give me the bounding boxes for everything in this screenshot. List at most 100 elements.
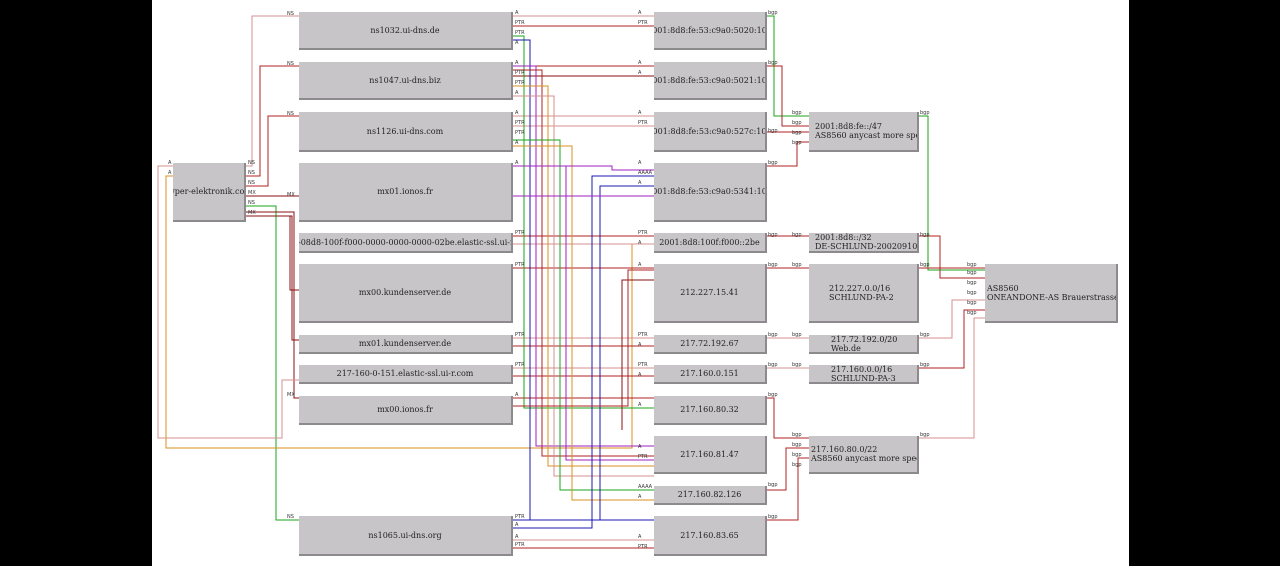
edge-label-in: PTR — [638, 120, 648, 126]
node-prefix-v6-anycast[interactable]: 2001:8d8:fe::/47 AS8560 anycast more spe… — [809, 112, 919, 152]
node-mx00-kundenserver[interactable]: mx00.kundenserver.de — [299, 264, 513, 323]
edge-label-in: A — [638, 372, 642, 378]
edge-label-bgp: bgp — [920, 332, 930, 338]
edge-as-217160 — [919, 309, 985, 369]
node-label: 217.160.83.65 — [680, 530, 739, 540]
edge-label-out: PTR — [515, 130, 525, 136]
node-ip-8365[interactable]: 217.160.83.65 — [654, 516, 767, 556]
edge-label-bgp: bgp — [792, 130, 802, 136]
edge-label-bgp: bgp — [920, 362, 930, 368]
node-elastic-v6[interactable]: 2001-08d8-100f-f000-0000-0000-0000-02be.… — [299, 233, 513, 253]
edge-label-ns: NS — [287, 514, 294, 520]
node-label: 2001:8d8:fe:53:c9a0:5341:100 — [654, 187, 767, 196]
edge-bundle-8 — [513, 145, 654, 501]
node-ip-8147[interactable]: 217.160.81.47 — [654, 436, 767, 474]
prefix-desc: AS8560 anycast more specific — [815, 131, 917, 140]
edge-label-bgp: bgp — [768, 128, 778, 134]
graph-canvas: hyper-elektronik.com ns1032.ui-dns.de ns… — [152, 0, 1129, 566]
node-label: mx00.kundenserver.de — [358, 288, 452, 297]
edge-label-in: A — [638, 70, 642, 76]
edge-label-in: A — [638, 10, 642, 16]
node-mx00-ionos-fr[interactable]: mx00.ionos.fr — [299, 396, 513, 425]
edge-label-bgp: bgp — [792, 140, 802, 146]
edge-label-bgp: bgp — [792, 432, 802, 438]
node-label: 2001:8d8:fe:53:c9a0:527c:100 — [654, 126, 767, 136]
edge-label-bgp: bgp — [967, 280, 977, 286]
edge-label-out: PTR — [515, 262, 525, 268]
node-prefix-80-anycast[interactable]: 217.160.80.0/22 AS8560 anycast more spec… — [809, 436, 919, 474]
node-label: 2001:8d8:100f:f000::2be — [659, 237, 760, 247]
edge-label-a: A — [168, 170, 172, 176]
edge-bundle-5 — [513, 95, 654, 477]
node-ip-5341[interactable]: 2001:8d8:fe:53:c9a0:5341:100 — [654, 163, 767, 222]
node-mx01-kundenserver[interactable]: mx01.kundenserver.de — [299, 335, 513, 354]
edge-label-out: PTR — [515, 80, 525, 86]
edge-label-in: A — [638, 494, 642, 500]
edge-label-out: A — [515, 140, 519, 146]
prefix-desc: AS8560 anycast more specific — [811, 454, 919, 463]
node-label: 2001-08d8-100f-f000-0000-0000-0000-02be.… — [299, 237, 513, 247]
edge-layer — [157, 15, 985, 549]
as-number: AS8560 — [987, 283, 1019, 293]
edge-label-out: PTR — [515, 332, 525, 338]
edge-ns-ns1047 — [246, 65, 299, 177]
edge-label-in: PTR — [638, 230, 648, 236]
edge-label-bgp: bgp — [768, 514, 778, 520]
node-prefix-v6-schlund[interactable]: 2001:8d8::/32 DE-SCHLUND-20020910 — [809, 233, 919, 253]
node-label: 217-160-0-151.elastic-ssl.ui-r.com — [336, 369, 474, 378]
edge-label-bgp: bgp — [792, 120, 802, 126]
edge-label-out: A — [515, 60, 519, 66]
edge-label-ns: NS — [287, 11, 294, 17]
node-ip-2be[interactable]: 2001:8d8:100f:f000::2be — [654, 233, 767, 253]
prefix-label: 217.72.192.0/20 — [831, 335, 898, 344]
edge-label-in: A — [638, 402, 642, 408]
prefix-label: 217.160.80.0/22 — [811, 445, 878, 454]
node-ip-527c[interactable]: 2001:8d8:fe:53:c9a0:527c:100 — [654, 112, 767, 152]
edge-mx00k-212 — [621, 279, 654, 430]
node-ip-2170151[interactable]: 217.160.0.151 — [654, 365, 767, 384]
edge-label-bgp: bgp — [792, 462, 802, 468]
node-ip-5021[interactable]: 2001:8d8:fe:53:c9a0:5021:100 — [654, 62, 767, 100]
edge-label-in: A — [638, 110, 642, 116]
edge-label-ns: NS — [248, 200, 255, 206]
node-ip-212[interactable]: 212.227.15.41 — [654, 264, 767, 323]
node-ns1047[interactable]: ns1047.ui-dns.biz — [299, 62, 513, 100]
edge-bundle-3 — [513, 69, 654, 457]
node-hyper-elektronik[interactable]: hyper-elektronik.com — [173, 163, 246, 222]
edge-label-in: A — [638, 240, 642, 246]
edge-bgp-8365 — [767, 457, 809, 521]
node-label: mx01.kundenserver.de — [358, 339, 452, 348]
edge-label-bgp: bgp — [967, 262, 977, 268]
prefix-desc: SCHLUND-PA-3 — [831, 373, 896, 383]
node-mx01-ionos-fr[interactable]: mx01.ionos.fr — [299, 163, 513, 222]
edge-label-in: A — [638, 444, 642, 450]
edge-aaaa-ns1065-5341 — [513, 175, 654, 529]
node-ns1065[interactable]: ns1065.ui-dns.org — [299, 516, 513, 556]
node-prefix-212[interactable]: 212.227.0.0/16 SCHLUND-PA-2 — [809, 264, 919, 323]
edge-label-ns: NS — [287, 111, 294, 117]
edge-label-out: PTR — [515, 514, 525, 520]
node-ip-5020[interactable]: 2001:8d8:fe:53:c9a0:5020:100 — [654, 12, 767, 50]
edge-back-elastic — [157, 165, 299, 439]
node-prefix-217-72[interactable]: 217.72.192.0/20 Web.de — [809, 335, 919, 354]
node-ip-8032[interactable]: 217.160.80.32 — [654, 396, 767, 425]
node-ip-82126[interactable]: 217.160.82.126 — [654, 486, 767, 505]
node-ns1032[interactable]: ns1032.ui-dns.de — [299, 12, 513, 50]
prefix-desc: SCHLUND-PA-2 — [829, 292, 894, 302]
edge-label-bgp: bgp — [768, 362, 778, 368]
edge-label-ns: NS — [248, 180, 255, 186]
node-ip-21772[interactable]: 217.72.192.67 — [654, 335, 767, 354]
node-label: 217.160.81.47 — [680, 449, 739, 459]
edge-label-in: PTR — [638, 20, 648, 26]
node-elastic-v4[interactable]: 217-160-0-151.elastic-ssl.ui-r.com — [299, 365, 513, 384]
edge-label-bgp: bgp — [792, 332, 802, 338]
edge-label-bgp: bgp — [967, 270, 977, 276]
node-label: ns1126.ui-dns.com — [366, 126, 444, 136]
edge-label-mx: MX — [287, 392, 295, 398]
edge-label-bgp: bgp — [792, 442, 802, 448]
node-ns1126[interactable]: ns1126.ui-dns.com — [299, 112, 513, 152]
node-prefix-217-160[interactable]: 217.160.0.0/16 SCHLUND-PA-3 — [809, 365, 919, 384]
edge-bundle-6 — [513, 139, 654, 491]
node-label: ns1032.ui-dns.de — [370, 25, 440, 35]
node-as8560[interactable]: AS8560 ONEANDONE-AS Brauerstrasse 48 — [985, 264, 1118, 323]
